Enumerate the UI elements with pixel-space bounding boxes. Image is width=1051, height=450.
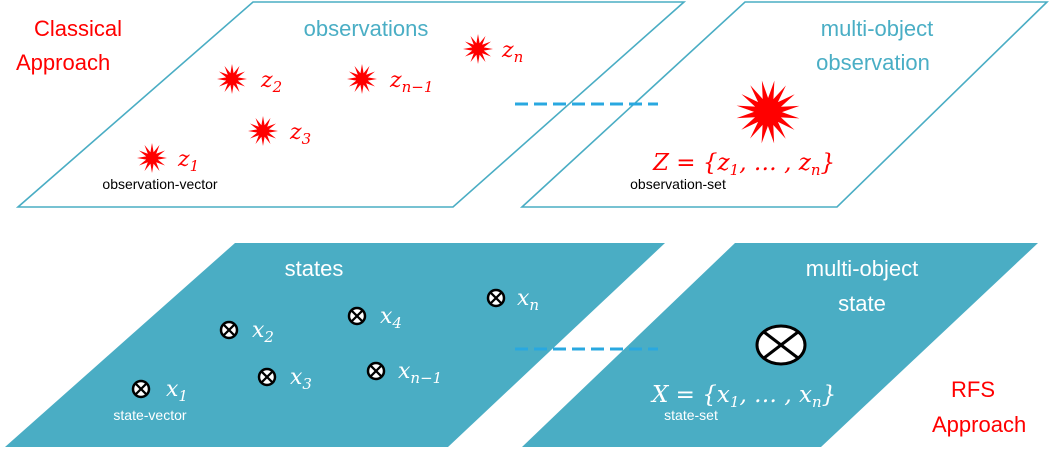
state-set-formula-first-sub: 1 — [730, 393, 740, 411]
state-2-label-sub: 4 — [391, 314, 402, 332]
state-3-label-base: x — [252, 318, 265, 343]
multi-object-observation-title-line1: multi-object — [821, 16, 933, 41]
state-set-formula-close: } — [822, 382, 837, 408]
rfs-approach-label-line2: Approach — [932, 412, 1026, 437]
state-5-label: xn−1 — [398, 359, 442, 387]
multi-object-observation-title-line2: observation — [816, 50, 930, 75]
observations-title: observations — [304, 16, 429, 41]
observation-set-formula-first: z — [717, 150, 731, 176]
observation-plane — [15, 1, 687, 208]
red-starburst-icon — [347, 64, 377, 94]
observation-1-label-base: z — [501, 38, 514, 63]
circled-x-icon — [486, 288, 506, 308]
rfs-approach-label-line1: RFS — [951, 377, 995, 402]
state-4-label: x3 — [290, 365, 312, 393]
circled-x-icon — [366, 361, 386, 381]
circled-x-icon — [131, 379, 151, 399]
observation-2-label: z2 — [260, 68, 282, 96]
red-starburst-icon — [217, 64, 247, 94]
multi-object-state-circled-x-icon — [755, 324, 807, 366]
state-set-formula-last: x — [799, 382, 812, 408]
multi-object-state-title-line1: multi-object — [806, 256, 918, 281]
observation-3-label: zn−1 — [389, 68, 433, 96]
observation-3-label-base: z — [389, 68, 402, 93]
classical-approach-label-line2: Approach — [16, 50, 110, 75]
observation-set-formula-lhs: Z = { — [652, 150, 718, 176]
observation-2-label-base: z — [260, 68, 273, 93]
state-6-label-base: x — [166, 377, 179, 402]
circled-x-icon — [347, 306, 367, 326]
state-set-caption: state-set — [664, 407, 718, 423]
state-3-label: x2 — [252, 318, 274, 346]
red-starburst-icon — [248, 116, 278, 146]
observation-2-label-sub: 2 — [272, 78, 283, 96]
state-3-label-sub: 2 — [263, 328, 274, 346]
observation-5-label: z1 — [177, 147, 199, 175]
state-1-label-sub: n — [529, 296, 539, 314]
state-4-label-base: x — [290, 365, 303, 390]
observation-set-formula-first-sub: 1 — [730, 161, 740, 179]
state-set-formula-mid: , … , — [739, 382, 799, 408]
state-6-label: x1 — [166, 377, 188, 405]
classical-approach-label-line1: Classical — [34, 16, 122, 41]
multi-object-observation-plane — [519, 1, 1049, 208]
state-set-formula-first: x — [717, 382, 730, 408]
observation-4-label-base: z — [289, 120, 302, 145]
observation-vector-caption: observation-vector — [102, 176, 218, 192]
circled-x-icon — [257, 367, 277, 387]
observation-4-label-sub: 3 — [302, 130, 312, 148]
state-1-label-base: x — [517, 286, 530, 311]
observation-3-label-sub: n−1 — [402, 78, 434, 96]
observation-set-formula-mid: , … , — [739, 150, 799, 176]
multi-object-state-title-line2: state — [838, 291, 886, 316]
observation-1-label: zn — [501, 38, 523, 66]
observation-set-formula-close: } — [821, 150, 836, 176]
state-1-label: xn — [517, 286, 539, 314]
state-4-label-sub: 3 — [302, 375, 312, 393]
observation-1-label-sub: n — [514, 48, 524, 66]
observation-4-label: z3 — [289, 120, 311, 148]
state-6-label-sub: 1 — [178, 387, 188, 405]
state-set-formula: X = {x1, … , xn} — [650, 382, 836, 411]
observation-5-label-sub: 1 — [190, 157, 200, 175]
state-5-label-base: x — [398, 359, 411, 384]
observation-5-label-base: z — [177, 147, 190, 172]
red-starburst-icon — [463, 34, 493, 64]
observation-set-formula: Z = {z1, … , zn} — [652, 150, 835, 179]
state-set-formula-last-sub: n — [812, 393, 822, 411]
observation-set-formula-last-sub: n — [811, 161, 821, 179]
multi-object-observation-starburst-icon — [736, 80, 800, 144]
state-5-label-sub: n−1 — [410, 369, 442, 387]
states-title: states — [285, 256, 344, 281]
observation-set-formula-last: z — [798, 150, 812, 176]
state-2-label: x4 — [380, 304, 402, 332]
state-2-label-base: x — [380, 304, 393, 329]
red-starburst-icon — [137, 143, 167, 173]
observation-set-caption: observation-set — [630, 176, 726, 192]
state-set-formula-lhs: X = { — [650, 382, 717, 408]
circled-x-icon — [219, 320, 239, 340]
state-vector-caption: state-vector — [113, 407, 186, 423]
